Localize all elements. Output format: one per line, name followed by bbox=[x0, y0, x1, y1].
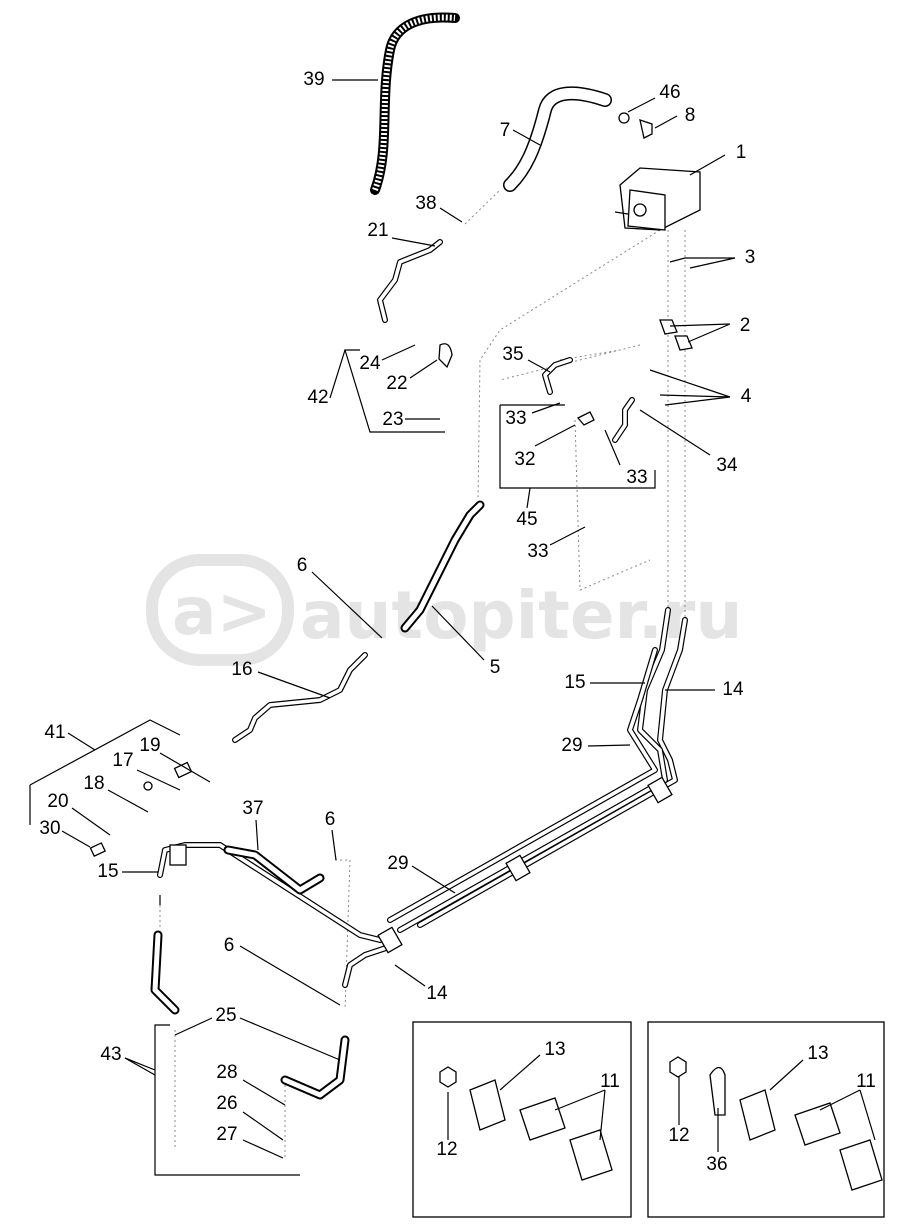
callout: 6 bbox=[297, 555, 308, 576]
inset-clamp-kit-b bbox=[647, 1021, 885, 1218]
callout: 11 bbox=[856, 1071, 876, 1092]
callout: 41 bbox=[44, 722, 65, 743]
callout: 16 bbox=[231, 659, 252, 680]
callout: 18 bbox=[83, 773, 104, 794]
callout: 21 bbox=[367, 220, 388, 241]
callout: 2 bbox=[740, 315, 751, 336]
group-42-bracket bbox=[344, 349, 445, 433]
hose-7 bbox=[503, 86, 612, 192]
callout: 26 bbox=[216, 1093, 237, 1114]
callout: 30 bbox=[39, 818, 60, 839]
callout: 13 bbox=[544, 1039, 565, 1060]
callout: 24 bbox=[359, 353, 381, 374]
callout: 46 bbox=[659, 82, 680, 103]
callout: 45 bbox=[516, 509, 537, 530]
callout: 14 bbox=[426, 983, 448, 1004]
callout: 1 bbox=[736, 142, 747, 163]
inset-clamp-kit-a bbox=[412, 1021, 632, 1218]
callout: 22 bbox=[386, 373, 407, 394]
group-43-bracket bbox=[124, 1024, 300, 1176]
callout: 20 bbox=[47, 791, 68, 812]
callout: 4 bbox=[741, 386, 752, 407]
callout: 11 bbox=[600, 1071, 620, 1092]
watermark-text: autopiter.ru bbox=[300, 577, 742, 654]
callout: 39 bbox=[303, 69, 324, 90]
callout: 35 bbox=[502, 344, 523, 365]
callout: 5 bbox=[490, 657, 501, 678]
callout: 17 bbox=[112, 750, 133, 771]
callout: 36 bbox=[706, 1154, 727, 1175]
callout: 43 bbox=[100, 1044, 121, 1065]
callout: 15 bbox=[564, 672, 585, 693]
watermark: a> autopiter.ru bbox=[146, 554, 742, 666]
callout: 32 bbox=[514, 449, 535, 470]
group-41-bracket bbox=[29, 719, 181, 825]
callout: 7 bbox=[500, 120, 511, 141]
callout: 29 bbox=[561, 735, 582, 756]
callout: 6 bbox=[224, 935, 235, 956]
callout-labels: 39 46 8 7 1 38 21 3 2 24 35 22 42 4 33 2… bbox=[39, 69, 875, 1175]
callout: 25 bbox=[215, 1005, 236, 1026]
callout: 19 bbox=[139, 735, 160, 756]
callout: 12 bbox=[668, 1125, 689, 1146]
callout: 33 bbox=[626, 467, 647, 488]
hose-39 bbox=[370, 12, 460, 195]
callout: 38 bbox=[415, 193, 436, 214]
pump-1 bbox=[614, 112, 701, 231]
callout: 33 bbox=[527, 541, 548, 562]
callout: 42 bbox=[307, 387, 328, 408]
callout: 27 bbox=[216, 1124, 237, 1145]
callout: 23 bbox=[382, 409, 403, 430]
callout: 28 bbox=[216, 1062, 237, 1083]
callout: 15 bbox=[97, 861, 118, 882]
callout: 14 bbox=[722, 679, 744, 700]
callout: 33 bbox=[505, 408, 526, 429]
callout: 37 bbox=[242, 798, 263, 819]
leader-lines bbox=[61, 79, 876, 1159]
assembly-lines bbox=[159, 189, 686, 1160]
callout: 6 bbox=[325, 809, 336, 830]
callout: 13 bbox=[807, 1043, 828, 1064]
callout: 12 bbox=[436, 1139, 457, 1160]
callout: 3 bbox=[745, 247, 756, 268]
callout: 34 bbox=[716, 455, 738, 476]
watermark-logo: a> bbox=[172, 573, 272, 650]
callout: 29 bbox=[387, 853, 408, 874]
callout: 8 bbox=[685, 105, 696, 126]
